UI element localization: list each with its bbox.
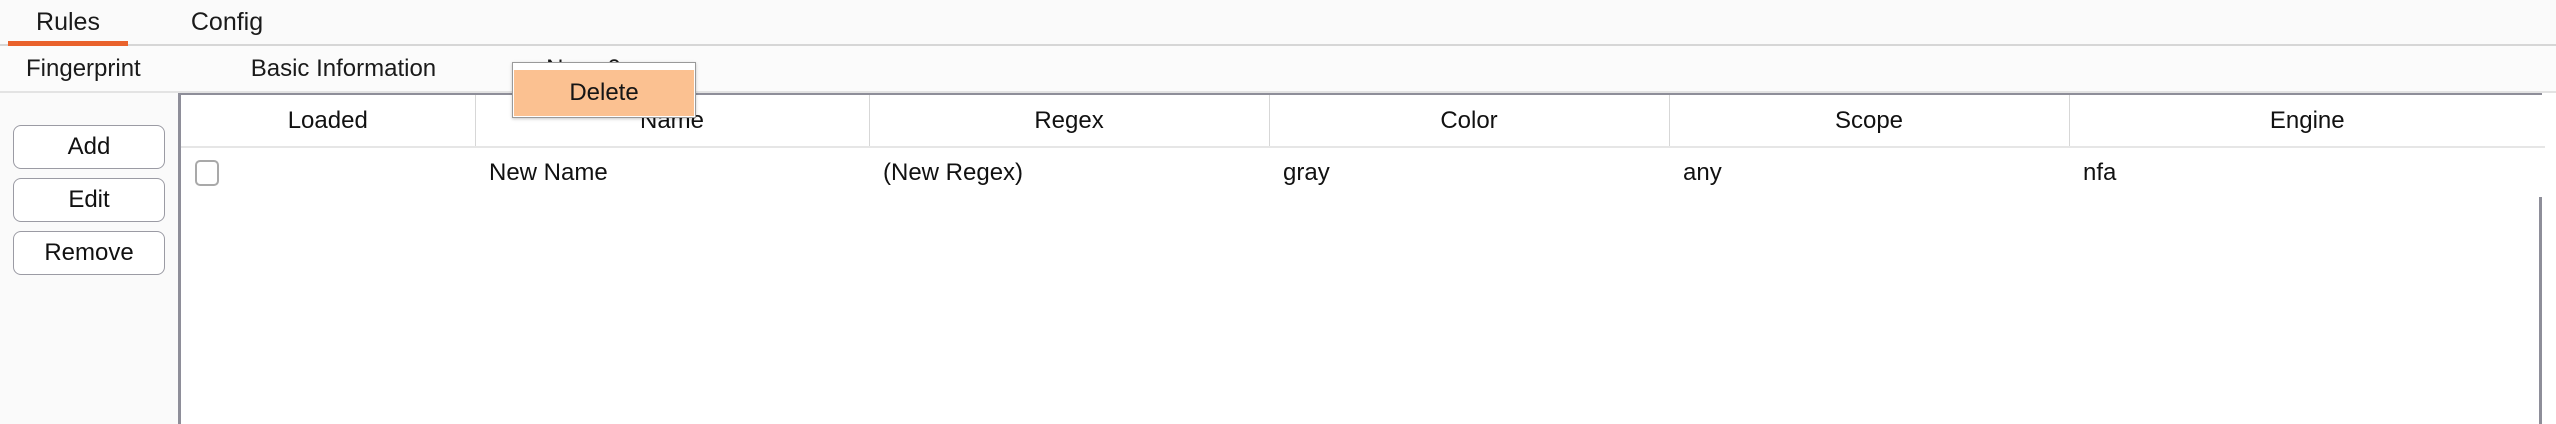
column-header-regex[interactable]: Regex	[869, 95, 1270, 148]
tab-config[interactable]: Config	[176, 0, 278, 44]
tab-fingerprint[interactable]: Fingerprint	[26, 46, 141, 91]
content-area: Add Edit Remove	[0, 93, 2556, 424]
context-menu: Delete	[512, 62, 696, 118]
add-button[interactable]: Add	[13, 125, 165, 169]
table-header-row: Loaded Name Regex Color Scope Engine	[181, 95, 2545, 148]
column-header-loaded[interactable]: Loaded	[181, 95, 476, 148]
loaded-checkbox[interactable]	[195, 160, 219, 187]
context-menu-item-delete[interactable]: Delete	[514, 70, 694, 116]
tab-fingerprint-label: Fingerprint	[26, 54, 141, 82]
tab-basic-information-label: Basic Information	[250, 54, 437, 82]
action-panel: Add Edit Remove	[0, 93, 178, 424]
tab-rules-label: Rules	[36, 7, 100, 36]
tab-config-label: Config	[190, 7, 264, 36]
secondary-tab-bar: Fingerprint Basic Information New: 0	[0, 46, 2556, 93]
tab-basic-information[interactable]: Basic Information	[251, 46, 436, 91]
add-button-label: Add	[67, 133, 111, 160]
rules-table: Loaded Name Regex Color Scope Engine New…	[181, 95, 2545, 197]
cell-color: gray	[1269, 147, 1669, 197]
rules-table-container[interactable]: Loaded Name Regex Color Scope Engine New…	[178, 93, 2545, 424]
remove-button-label: Remove	[44, 239, 134, 266]
primary-tab-bar: Rules Config	[0, 0, 2556, 46]
cell-scope: any	[1669, 147, 2069, 197]
cell-name: New Name	[475, 147, 869, 197]
table-row[interactable]: New Name (New Regex) gray any nfa	[181, 147, 2545, 197]
remove-button[interactable]: Remove	[13, 231, 165, 275]
cell-regex: (New Regex)	[869, 147, 1269, 197]
cell-engine: nfa	[2069, 147, 2545, 197]
column-header-scope[interactable]: Scope	[1669, 95, 2070, 148]
tab-rules[interactable]: Rules	[8, 0, 128, 46]
column-header-engine[interactable]: Engine	[2069, 95, 2545, 148]
rules-table-body: New Name (New Regex) gray any nfa	[181, 147, 2545, 197]
rules-table-header: Loaded Name Regex Color Scope Engine	[181, 95, 2545, 148]
primary-tab-list: Rules Config	[0, 0, 2556, 46]
edit-button[interactable]: Edit	[13, 178, 165, 222]
secondary-tab-list: Fingerprint Basic Information New: 0	[0, 46, 2556, 93]
context-menu-item-delete-label: Delete	[569, 79, 639, 106]
column-header-color[interactable]: Color	[1269, 95, 1670, 148]
edit-button-label: Edit	[68, 186, 110, 213]
cell-loaded	[181, 147, 475, 197]
